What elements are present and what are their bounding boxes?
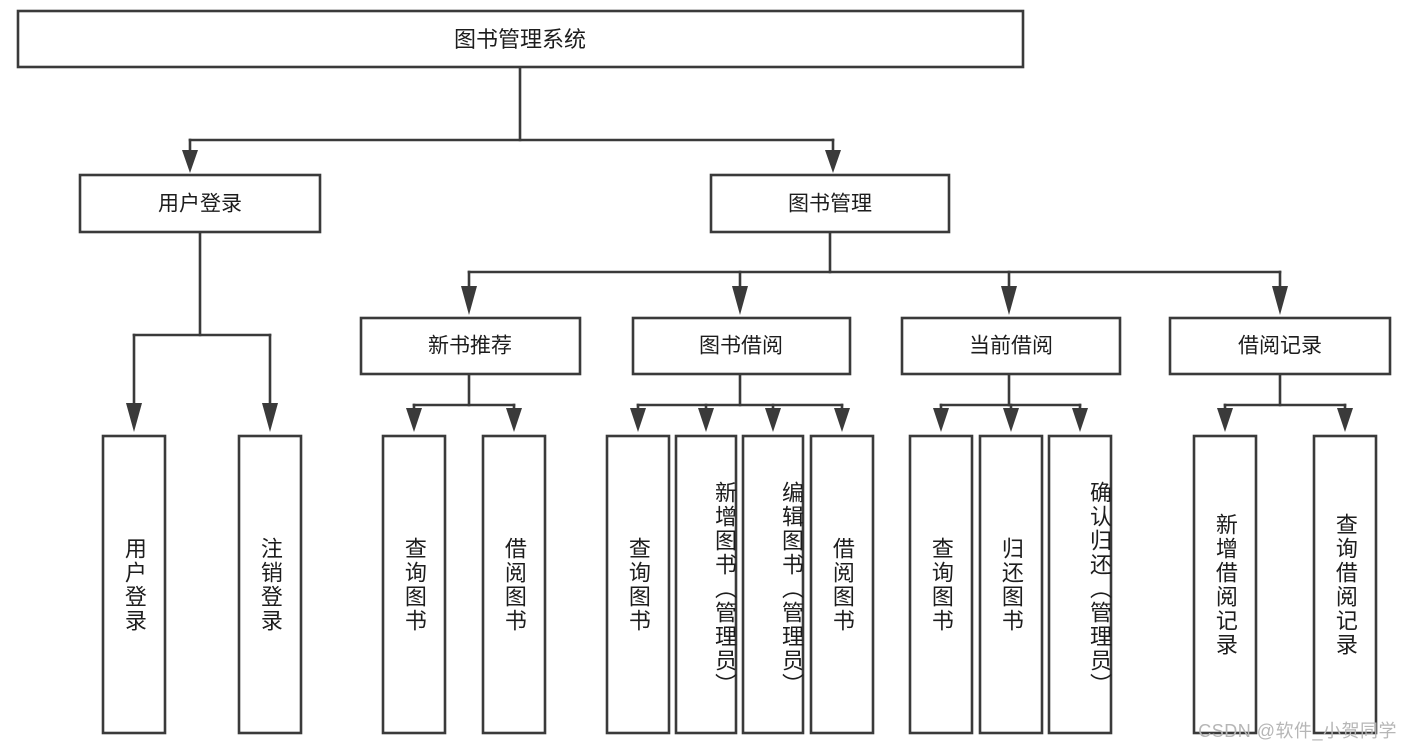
arrow-head-br-2 [1337,408,1353,432]
arrow-head-bb-2 [698,408,714,432]
leaf-box-book-borrow-2[interactable] [674,434,738,735]
node-new-book-recommend-label: 新书推荐 [428,335,512,358]
arrow-head-bm-4 [1272,286,1288,315]
node-book-borrow[interactable]: 图书借阅 [631,316,852,376]
node-root[interactable]: 图书管理系统 [16,9,1025,69]
leaf-box-book-borrow-1[interactable] [605,434,671,735]
node-user-login[interactable]: 用户登录 [78,173,322,234]
leaf-box-book-borrow-4[interactable] [809,434,875,735]
leaf-box-current-borrow-3[interactable] [1047,434,1113,735]
node-new-book-recommend[interactable]: 新书推荐 [359,316,582,376]
leaf-box-borrow-record-1[interactable] [1192,434,1258,735]
leaf-box-borrow-record-2[interactable] [1312,434,1378,735]
node-book-management-label: 图书管理 [788,193,872,216]
arrow-head-book-mgmt [825,150,841,173]
node-current-borrow-box[interactable] [900,316,1122,376]
node-book-borrow-label: 图书借阅 [699,335,783,358]
arrow-head-bb-1 [630,408,646,432]
arrow-head-bm-2 [732,286,748,315]
node-borrow-record-box[interactable] [1168,316,1392,376]
node-user-login-label: 用户登录 [158,193,242,216]
arrow-head-cb-2 [1003,408,1019,432]
arrow-head-bb-3 [765,408,781,432]
arrow-head-nb-1 [406,408,422,432]
connectors [126,65,1353,432]
leaf-box-book-borrow-3[interactable] [741,434,805,735]
node-book-borrow-box[interactable] [631,316,852,376]
arrow-head-ul-1 [126,403,142,432]
leaf-boxes [101,434,1378,735]
leaf-box-new-book-1[interactable] [381,434,447,735]
node-user-login-box[interactable] [78,173,322,234]
arrow-head-bb-4 [834,408,850,432]
arrow-head-cb-3 [1072,408,1088,432]
arrow-head-user-login [182,150,198,173]
node-current-borrow[interactable]: 当前借阅 [900,316,1122,376]
node-new-book-recommend-box[interactable] [359,316,582,376]
node-root-box[interactable] [16,9,1025,69]
arrow-head-bm-1 [461,286,477,315]
node-root-label: 图书管理系统 [454,27,586,52]
arrow-head-br-1 [1217,408,1233,432]
arrow-head-nb-2 [506,408,522,432]
csdn-watermark: CSDN @软件_小贺同学 [1198,721,1397,741]
node-borrow-record-label: 借阅记录 [1238,335,1322,358]
arrow-head-cb-1 [933,408,949,432]
node-book-management-box[interactable] [709,173,951,234]
leaf-box-current-borrow-1[interactable] [908,434,974,735]
leaf-box-user-login-1[interactable] [101,434,167,735]
leaf-box-current-borrow-2[interactable] [978,434,1044,735]
node-book-management[interactable]: 图书管理 [709,173,951,234]
leaf-box-new-book-2[interactable] [481,434,547,735]
node-current-borrow-label: 当前借阅 [969,335,1053,358]
arrow-head-ul-2 [262,403,278,432]
leaf-box-user-login-2[interactable] [237,434,303,735]
node-borrow-record[interactable]: 借阅记录 [1168,316,1392,376]
arrow-head-bm-3 [1001,286,1017,315]
